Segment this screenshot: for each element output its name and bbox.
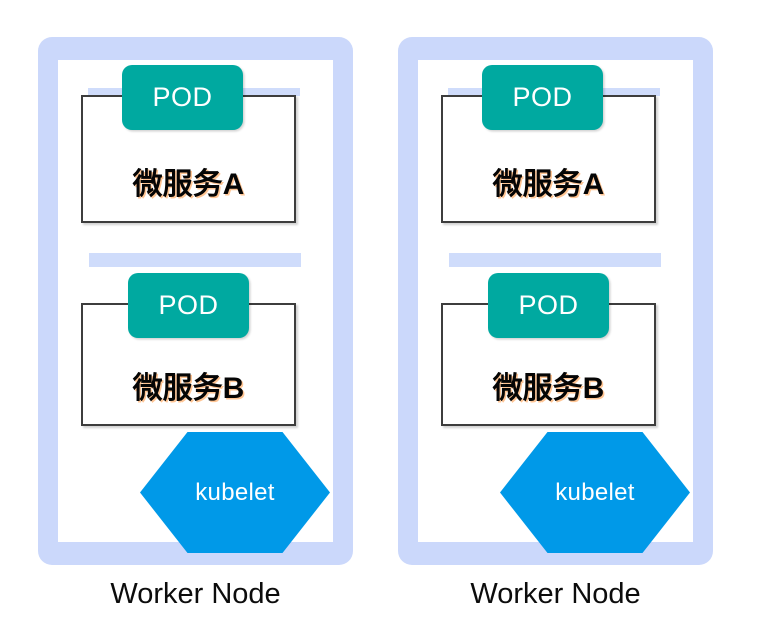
worker-node-1-middle-divider-bar bbox=[89, 253, 301, 267]
hexagon-icon: kubelet bbox=[140, 432, 330, 553]
worker-node-1[interactable]: 微服务A POD 微服务B POD kubelet bbox=[38, 37, 353, 565]
worker-node-2-kubelet-shape[interactable]: kubelet bbox=[500, 432, 690, 553]
worker-node-2-caption: Worker Node bbox=[470, 578, 641, 610]
worker-node-1-kubelet-shape[interactable]: kubelet bbox=[140, 432, 330, 553]
worker-node-2-kubelet-label: kubelet bbox=[555, 478, 635, 506]
worker-node-2-service-b-label: 微服务B bbox=[492, 372, 605, 405]
worker-node-2-pod-a-label: POD bbox=[512, 82, 573, 112]
worker-node-1-pod-b-badge[interactable]: POD bbox=[128, 273, 249, 338]
worker-node-1-kubelet-label: kubelet bbox=[195, 478, 275, 506]
worker-node-2-pod-b-badge[interactable]: POD bbox=[488, 273, 609, 338]
worker-node-1-service-a-box[interactable]: 微服务A bbox=[81, 95, 296, 223]
worker-node-1-pod-b-label: POD bbox=[158, 290, 219, 320]
worker-node-2[interactable]: 微服务A POD 微服务B POD kubelet bbox=[398, 37, 713, 565]
worker-node-1-caption: Worker Node bbox=[110, 578, 281, 610]
worker-node-2-inner-panel: 微服务A POD 微服务B POD kubelet bbox=[418, 60, 693, 553]
worker-node-2-middle-divider-bar bbox=[449, 253, 661, 267]
worker-node-1-pod-a-label: POD bbox=[152, 82, 213, 112]
hexagon-icon: kubelet bbox=[500, 432, 690, 553]
worker-node-2-pod-b-label: POD bbox=[518, 290, 579, 320]
worker-node-1-service-b-label: 微服务B bbox=[132, 372, 245, 405]
worker-node-2-pod-a-badge[interactable]: POD bbox=[482, 65, 603, 130]
worker-node-1-pod-a-badge[interactable]: POD bbox=[122, 65, 243, 130]
worker-node-2-service-a-label: 微服务A bbox=[492, 168, 605, 201]
worker-node-1-inner-panel: 微服务A POD 微服务B POD kubelet bbox=[58, 60, 333, 553]
worker-node-1-service-a-label: 微服务A bbox=[132, 168, 245, 201]
worker-node-2-service-b-box[interactable]: 微服务B bbox=[441, 303, 656, 426]
